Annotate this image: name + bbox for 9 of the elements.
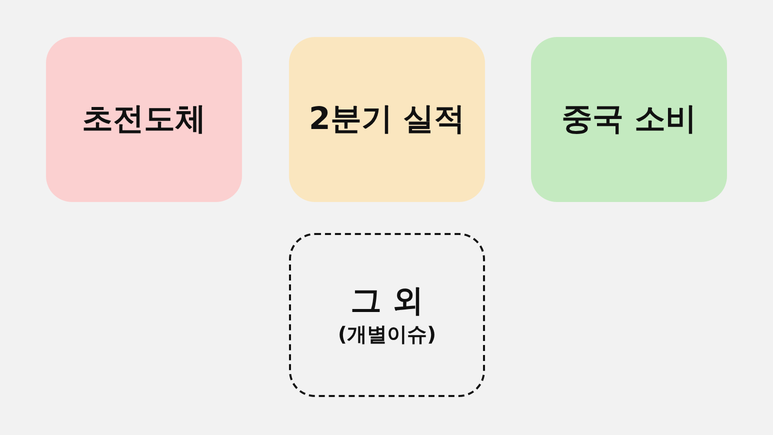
topic-title: 그 외 — [350, 283, 424, 321]
topic-box — [289, 37, 485, 202]
topic-box — [531, 37, 727, 202]
topic-title: 2분기 실적 — [308, 100, 466, 138]
topic-subtitle: (개별이슈) — [338, 320, 436, 347]
topic-title: 중국 소비 — [562, 100, 696, 138]
topic-box — [46, 37, 242, 202]
dashed-topic-box — [289, 233, 485, 397]
topic-title: 초전도체 — [82, 100, 206, 138]
